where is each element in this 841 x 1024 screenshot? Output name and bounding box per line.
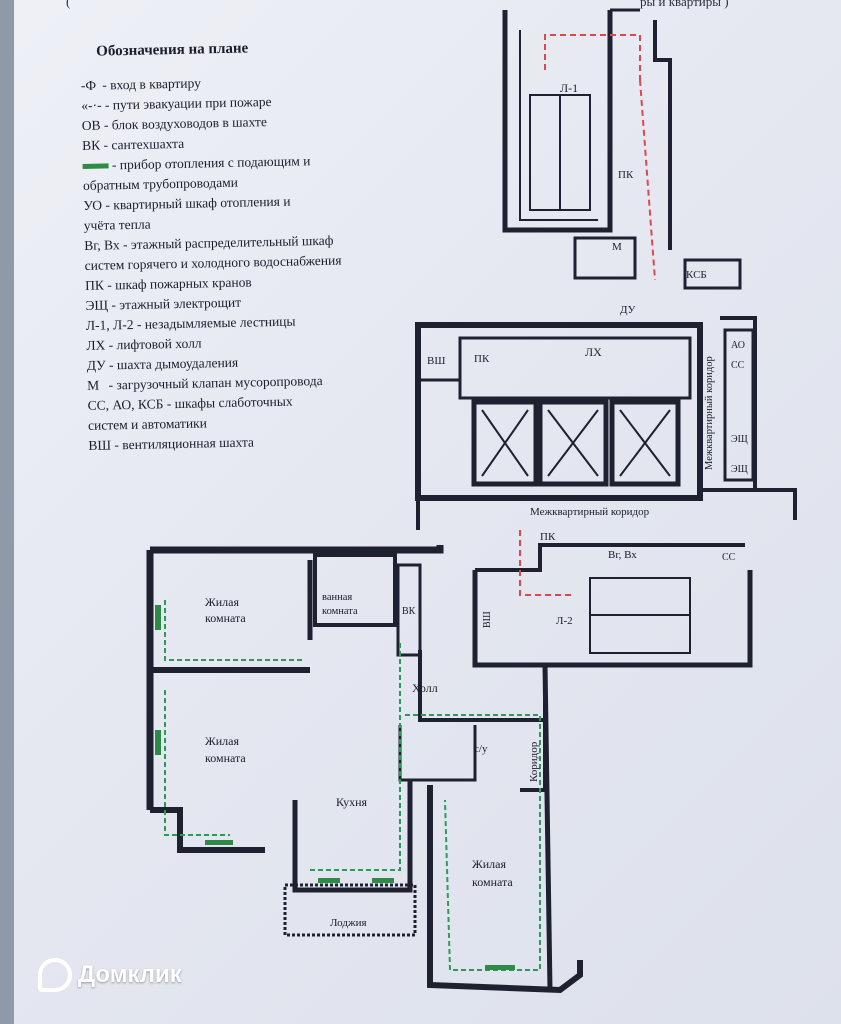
header-fragment-left: (: [66, 0, 71, 9]
label-ksb: КСБ: [686, 269, 707, 281]
label-vsh-top: ВШ: [427, 355, 445, 367]
label-vsh-mid: ВШ: [482, 611, 493, 628]
walls: [146, 8, 797, 994]
label-living-room-1-a: Жилая: [205, 595, 239, 609]
label-kitchen: Кухня: [336, 795, 368, 809]
heating-devices: [155, 605, 515, 970]
domclick-logo-icon: [38, 958, 72, 992]
label-interapt-corridor-v: Межквартирный коридор: [704, 356, 715, 470]
label-bathroom-a: ванная: [322, 592, 352, 603]
label-interapt-corridor-h: Межквартирный коридор: [530, 506, 650, 518]
label-hall: Холл: [412, 681, 438, 695]
domclick-brand: Домклик: [78, 961, 182, 988]
label-lh: ЛХ: [585, 345, 602, 359]
label-ss: СС: [731, 360, 745, 371]
label-pk-top: ПК: [618, 169, 634, 181]
label-ao: АО: [731, 340, 745, 351]
label-corridor: Коридор: [528, 741, 540, 782]
label-wc: с/у: [474, 743, 488, 755]
label-living-room-3-a: Жилая: [472, 857, 506, 871]
label-ss-mid: СС: [722, 552, 736, 563]
label-l2: Л-2: [556, 615, 573, 627]
header-fragment-right: ры и квартиры ): [640, 0, 729, 9]
label-esh-2: ЭЩ: [731, 464, 748, 475]
label-living-room-2-a: Жилая: [205, 734, 239, 748]
label-du: ДУ: [620, 304, 636, 316]
label-loggia: Лоджия: [330, 917, 367, 929]
lift-cars: [481, 409, 671, 477]
label-pk-mid: ПК: [540, 531, 556, 543]
label-living-room-2-b: комната: [205, 751, 246, 765]
label-living-room-1-b: комната: [205, 611, 246, 625]
label-pk-lift: ПК: [474, 353, 490, 365]
domclick-watermark: Домклик: [38, 958, 182, 992]
label-m: М: [612, 241, 622, 253]
heating-lines: [164, 600, 541, 971]
evacuation-routes: [519, 34, 656, 596]
label-esh-1: ЭЩ: [731, 434, 748, 445]
label-vg-vx: Вг, Вх: [608, 549, 637, 561]
label-l1: Л-1: [560, 81, 578, 95]
plan-labels: Л-1 ПК М КСБ ДУ ВШ ПК ЛХ Межквартирный к…: [205, 81, 748, 929]
label-vk: ВК: [402, 606, 416, 617]
label-bathroom-b: комната: [322, 606, 358, 617]
label-living-room-3-b: комната: [472, 875, 513, 889]
